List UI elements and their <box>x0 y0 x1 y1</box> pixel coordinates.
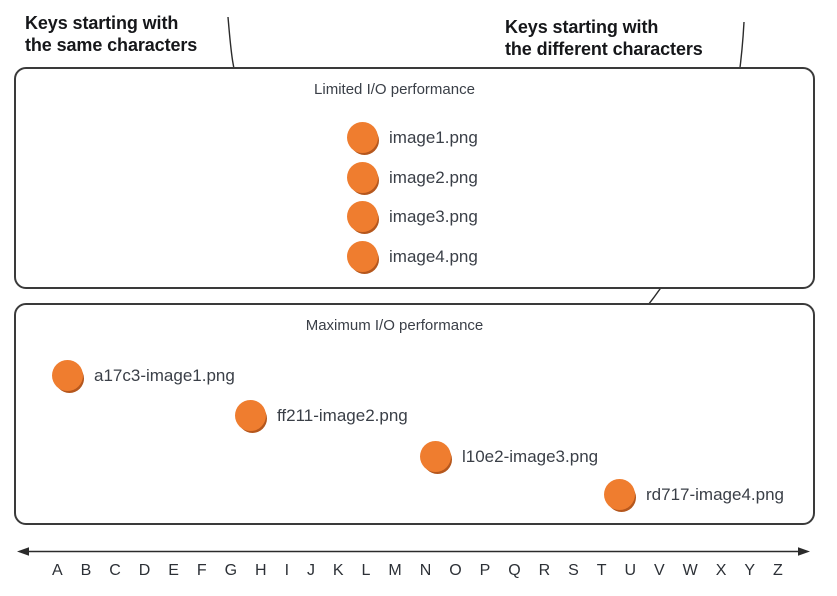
axis-letter: S <box>568 562 579 579</box>
object-key-label: ff211-image2.png <box>277 405 408 425</box>
axis-letter: W <box>682 562 698 579</box>
axis-letter: A <box>52 562 63 579</box>
axis-letter: I <box>284 562 290 579</box>
object-item: image3.png <box>347 201 478 232</box>
callout-same-keys-line2: the same characters <box>25 35 198 55</box>
object-key-label: l10e2-image3.png <box>462 446 599 466</box>
axis-letter: L <box>361 562 371 579</box>
axis-right-arrowhead <box>798 547 810 556</box>
axis-letter: Q <box>508 562 521 579</box>
object-key-label: a17c3-image1.png <box>94 365 235 385</box>
axis-letter: J <box>306 562 315 579</box>
axis-letter: B <box>80 562 92 579</box>
axis-letter: Y <box>744 562 756 579</box>
axis-letter: U <box>624 562 637 579</box>
callout-different-keys-line2: the different characters <box>505 39 703 59</box>
axis-letter: R <box>538 562 551 579</box>
limited-io-box: Limited I/O performance <box>14 67 815 289</box>
alphabet-axis: A B C D E F G H I J K L M N O P Q R S T … <box>52 562 783 580</box>
callout-different-keys-line1: Keys starting with <box>505 17 659 37</box>
object-circle-icon <box>347 162 378 193</box>
axis-letter: P <box>479 562 491 579</box>
maximum-io-box-title: Maximum I/O performance <box>305 317 484 334</box>
axis-letter: O <box>449 562 462 579</box>
object-item: l10e2-image3.png <box>420 441 598 472</box>
object-item: image1.png <box>347 122 478 153</box>
callout-same-keys: Keys starting with the same characters <box>25 12 197 56</box>
object-item: image2.png <box>347 162 478 193</box>
axis-letter: T <box>596 562 607 579</box>
maximum-io-box: Maximum I/O performance <box>14 303 815 525</box>
callout-same-keys-line1: Keys starting with <box>25 13 179 33</box>
axis-letter: X <box>715 562 727 579</box>
object-item: rd717-image4.png <box>604 479 784 510</box>
object-circle-icon <box>235 400 266 431</box>
object-circle-icon <box>420 441 451 472</box>
axis-letter: F <box>196 562 207 579</box>
object-circle-icon <box>52 360 83 391</box>
axis-letter: E <box>168 562 179 579</box>
object-item: a17c3-image1.png <box>52 360 235 391</box>
object-key-label: image1.png <box>389 127 478 147</box>
object-circle-icon <box>604 479 635 510</box>
object-key-label: image2.png <box>389 167 478 187</box>
axis-letter: N <box>419 562 432 579</box>
axis-letter: D <box>138 562 151 579</box>
object-circle-icon <box>347 201 378 232</box>
axis-letter: H <box>255 562 267 579</box>
object-circle-icon <box>347 241 378 272</box>
object-key-label: image4.png <box>389 246 478 266</box>
axis-letter: M <box>388 562 402 579</box>
axis-letter: K <box>332 562 344 579</box>
object-item: image4.png <box>347 241 478 272</box>
axis-letter: V <box>654 562 665 579</box>
callout-different-keys: Keys starting with the different charact… <box>505 16 703 60</box>
object-item: ff211-image2.png <box>235 400 408 431</box>
limited-io-box-title: Limited I/O performance <box>314 81 475 98</box>
axis-letter: Z <box>772 562 783 579</box>
axis-letter: G <box>224 562 238 579</box>
object-key-label: rd717-image4.png <box>646 484 784 504</box>
axis-left-arrowhead <box>17 547 29 556</box>
axis-letter: C <box>109 562 121 579</box>
object-circle-icon <box>347 122 378 153</box>
object-key-label: image3.png <box>389 206 478 226</box>
